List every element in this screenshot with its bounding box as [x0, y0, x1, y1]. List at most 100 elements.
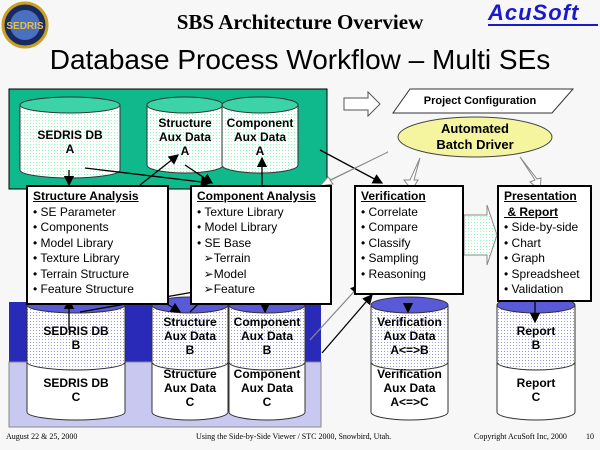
- list-item: • Model Library: [33, 235, 114, 250]
- structure-analysis-box: Structure Analysis • SE Parameter• Compo…: [26, 185, 169, 305]
- cylinder-label-line: A: [180, 144, 190, 158]
- box-title: Verification: [361, 189, 426, 203]
- list-item: ➢Feature: [197, 282, 256, 296]
- verification-box: Verification • Correlate• Compare• Class…: [354, 185, 464, 295]
- list-item: • Graph: [504, 251, 545, 265]
- sedris-logo: SEDRIS: [1, 1, 49, 49]
- cylinder-label-line: C: [71, 390, 81, 404]
- cylinder-label-line: Structure: [163, 314, 217, 329]
- cylinder-label-line: Aux Data: [383, 381, 436, 395]
- list-item: • SE Parameter: [33, 204, 116, 219]
- cylinder-label-line: Aux Data: [240, 381, 293, 395]
- cylinder-label-line: A<=>B: [390, 342, 429, 357]
- cylinder-label-line: B: [531, 337, 541, 352]
- project-configuration: Project Configuration: [423, 95, 537, 107]
- cylinder-label-line: Verification: [377, 314, 442, 329]
- box-title-2: & Report: [504, 204, 558, 219]
- list-item: • Compare: [361, 220, 418, 234]
- list-item: • SE Base: [197, 235, 252, 250]
- slide-subtitle: Database Process Workflow – Multi SEs: [49, 44, 551, 75]
- cylinder-label-line: Report: [516, 323, 556, 338]
- acusoft-underline: [488, 24, 598, 26]
- cylinder-label-line: Structure: [158, 116, 212, 130]
- footer-date: August 22 & 25, 2000: [6, 432, 78, 441]
- cylinder-label-line: Report: [516, 376, 556, 390]
- cylinder-label-line: B: [262, 342, 272, 357]
- cylinder-label-line: Structure: [163, 367, 217, 381]
- list-item: • Correlate: [361, 204, 418, 219]
- cylinder-sedris-a: [19, 96, 121, 179]
- component-analysis-box: Component Analysis • Texture Library• Mo…: [190, 185, 332, 305]
- hollow-arrow-icon: [343, 90, 381, 118]
- box-title: Presentation: [504, 189, 577, 203]
- batch-driver-line2: Batch Driver: [436, 137, 514, 152]
- box-title: Component Analysis: [197, 189, 316, 203]
- cylinder-label-line: C: [531, 390, 541, 404]
- cylinder-label-line: A: [255, 144, 265, 158]
- cylinder-label-line: Component: [226, 116, 294, 130]
- cylinder-label-line: Component: [233, 367, 301, 381]
- cylinder-label-line: Aux Data: [163, 381, 216, 395]
- cylinder-label-line: C: [185, 395, 195, 409]
- cylinder-label-line: SEDRIS DB: [43, 323, 109, 338]
- cylinder-label-line: SEDRIS DB: [43, 376, 109, 390]
- cylinder-label-line: SEDRIS DB: [37, 127, 103, 142]
- batch-driver-ellipse: [397, 116, 553, 158]
- fat-arrow-icon: [463, 204, 498, 266]
- list-item: • Side-by-side: [504, 220, 579, 234]
- slide-title: SBS Architecture Overview: [176, 10, 424, 34]
- list-item: ➢Terrain: [197, 251, 251, 265]
- cylinder-label-line: A<=>C: [390, 395, 429, 409]
- list-item: • Components: [33, 220, 109, 234]
- batch-driver-line1: Automated: [441, 121, 509, 136]
- cylinder-comp-a: [221, 96, 299, 174]
- list-item: • Chart: [504, 235, 541, 250]
- cylinder-label-line: Component: [233, 314, 301, 329]
- list-item: • Texture Library: [197, 204, 284, 219]
- footer-copyright: Copyright AcuSoft Inc, 2000: [474, 432, 567, 441]
- cylinder-label-line: B: [71, 337, 81, 352]
- list-item: • Validation: [504, 282, 564, 296]
- cylinder-label-line: Aux Data: [383, 328, 436, 343]
- list-item: • Reasoning: [361, 266, 426, 281]
- list-item: ➢Model: [197, 266, 247, 281]
- box-title: Structure Analysis: [33, 189, 139, 203]
- presentation-box: Presentation & Report • Side-by-side• Ch…: [497, 185, 592, 302]
- cylinder-label-line: Aux Data: [233, 130, 286, 144]
- cylinder-label-line: B: [185, 342, 195, 357]
- cylinder-label-line: Aux Data: [163, 328, 216, 343]
- cylinder-label-line: C: [262, 395, 272, 409]
- cylinder-label-line: Aux Data: [158, 130, 211, 144]
- page-number: 10: [586, 432, 594, 441]
- cylinder-label-line: Aux Data: [240, 328, 293, 343]
- cylinder-label-line: A: [65, 141, 75, 156]
- svg-text:SEDRIS: SEDRIS: [6, 21, 44, 32]
- acusoft-logo: AcuSoft: [488, 0, 580, 25]
- list-item: • Texture Library: [33, 251, 120, 265]
- list-item: • Model Library: [197, 220, 278, 234]
- project-config-shape: [392, 88, 575, 114]
- list-item: • Spreadsheet: [504, 266, 580, 281]
- list-item: • Terrain Structure: [33, 266, 130, 281]
- list-item: • Feature Structure: [33, 282, 134, 296]
- list-item: • Sampling: [361, 251, 419, 265]
- list-item: • Classify: [361, 235, 411, 250]
- cylinder-struct-a: [146, 96, 224, 174]
- cylinder-label-line: Verification: [377, 367, 442, 381]
